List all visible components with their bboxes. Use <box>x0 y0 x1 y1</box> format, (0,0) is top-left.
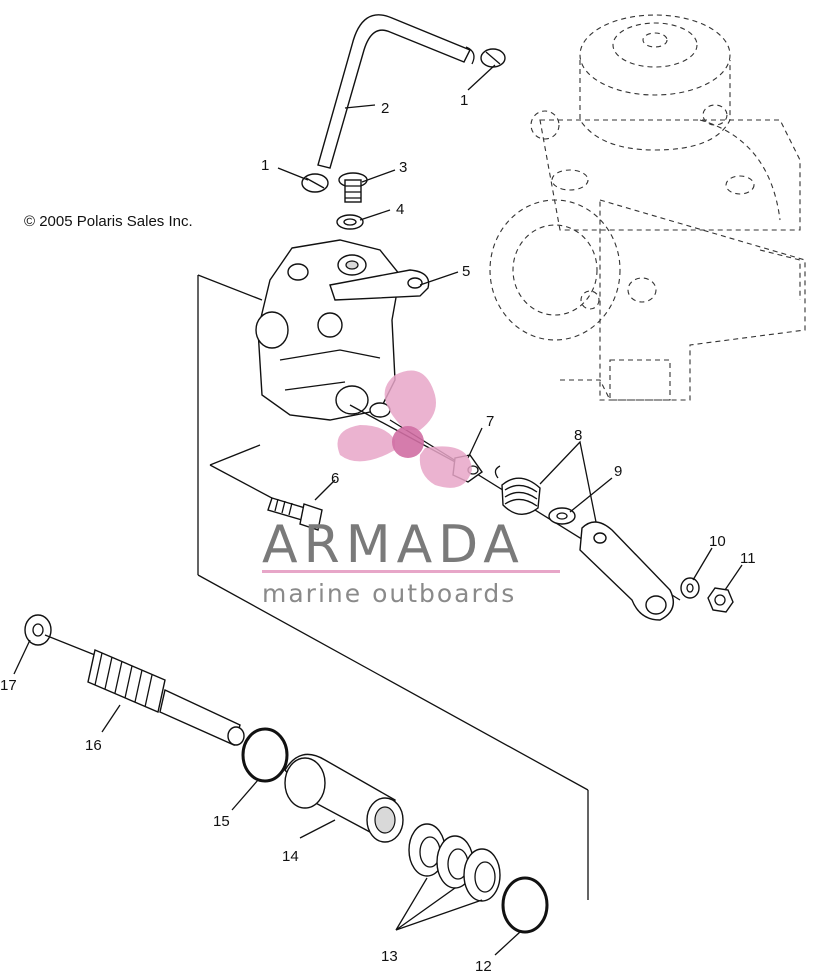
callout-11: 11 <box>740 550 756 567</box>
callout-3: 3 <box>399 159 407 176</box>
callout-12: 12 <box>475 958 492 973</box>
fuel-hose <box>317 14 475 169</box>
callout-15: 15 <box>213 813 230 830</box>
watermark-title: ARMADA <box>262 515 525 575</box>
hose-clamp-upper <box>480 48 506 68</box>
callout-14: 14 <box>282 848 299 865</box>
sealing-washer <box>336 214 364 230</box>
callout-13: 13 <box>381 948 398 965</box>
adjuster-bolt <box>267 497 323 531</box>
callout-leaders <box>13 64 743 956</box>
callout-2: 2 <box>381 100 389 117</box>
callout-5: 5 <box>462 263 470 280</box>
drive-sleeve <box>284 753 404 843</box>
pump-control-lever <box>579 521 674 621</box>
pump-bracket <box>329 269 430 301</box>
snap-ring-lower <box>501 876 549 934</box>
callout-10: 10 <box>709 533 726 550</box>
propeller-logo-icon <box>337 370 472 488</box>
hex-nut <box>707 587 734 613</box>
callout-8: 8 <box>574 427 582 444</box>
thrust-washer <box>24 614 52 646</box>
banjo-screw <box>338 172 368 203</box>
callout-4: 4 <box>396 201 404 218</box>
lock-washer <box>680 577 700 599</box>
watermark-underline <box>262 570 560 573</box>
oil-pump-body <box>255 239 401 421</box>
callout-6: 6 <box>331 470 339 487</box>
callout-7: 7 <box>486 413 494 430</box>
callout-17: 17 <box>0 677 17 694</box>
pump-drive-gear <box>44 634 245 746</box>
hose-clamp-lower <box>301 173 329 193</box>
watermark-subtitle: marine outboards <box>262 579 516 608</box>
carburetor-outline <box>489 14 806 401</box>
callout-1-upper: 1 <box>460 92 468 109</box>
callout-16: 16 <box>85 737 102 754</box>
return-spring <box>494 465 541 515</box>
armada-watermark: ARMADA marine outboards <box>262 370 560 608</box>
callout-1-lower: 1 <box>261 157 269 174</box>
shim-washers <box>408 823 501 902</box>
flat-washer <box>548 507 576 525</box>
copyright-notice: © 2005 Polaris Sales Inc. <box>24 213 193 230</box>
snap-ring-upper <box>241 727 289 783</box>
callout-9: 9 <box>614 463 622 480</box>
